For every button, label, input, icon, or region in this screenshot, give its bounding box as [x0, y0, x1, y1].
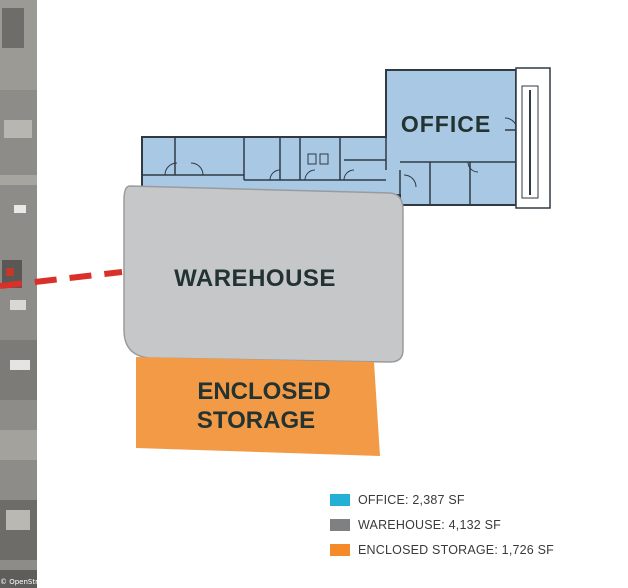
legend-item-warehouse: WAREHOUSE: 4,132 SF: [330, 517, 554, 533]
access-route-line: [0, 269, 123, 289]
legend-label-enclosed-storage: ENCLOSED STORAGE: 1,726 SF: [358, 543, 555, 557]
legend-item-enclosed-storage: ENCLOSED STORAGE: 1,726 SF: [330, 542, 554, 558]
warehouse-label: WAREHOUSE: [174, 265, 336, 292]
legend-swatch-warehouse: [330, 519, 350, 531]
legend: OFFICE: 2,387 SF WAREHOUSE: 4,132 SF ENC…: [330, 492, 554, 558]
enclosed-storage-label-line1: ENCLOSED: [197, 378, 330, 405]
warehouse-area: WAREHOUSE: [123, 185, 404, 363]
legend-label-warehouse: WAREHOUSE: 4,132 SF: [358, 518, 501, 532]
enclosed-storage-area: ENCLOSED STORAGE: [136, 357, 380, 456]
office-label: OFFICE: [401, 111, 491, 137]
map-credit: © OpenStreetMap: [0, 578, 64, 586]
legend-label-office: OFFICE: 2,387 SF: [358, 493, 465, 507]
legend-swatch-enclosed-storage: [330, 544, 350, 556]
legend-swatch-office: [330, 494, 350, 506]
enclosed-storage-label-line2: STORAGE: [197, 407, 315, 434]
office-area: OFFICE: [141, 67, 551, 209]
aerial-photo-strip: [0, 0, 37, 588]
legend-item-office: OFFICE: 2,387 SF: [330, 492, 554, 508]
